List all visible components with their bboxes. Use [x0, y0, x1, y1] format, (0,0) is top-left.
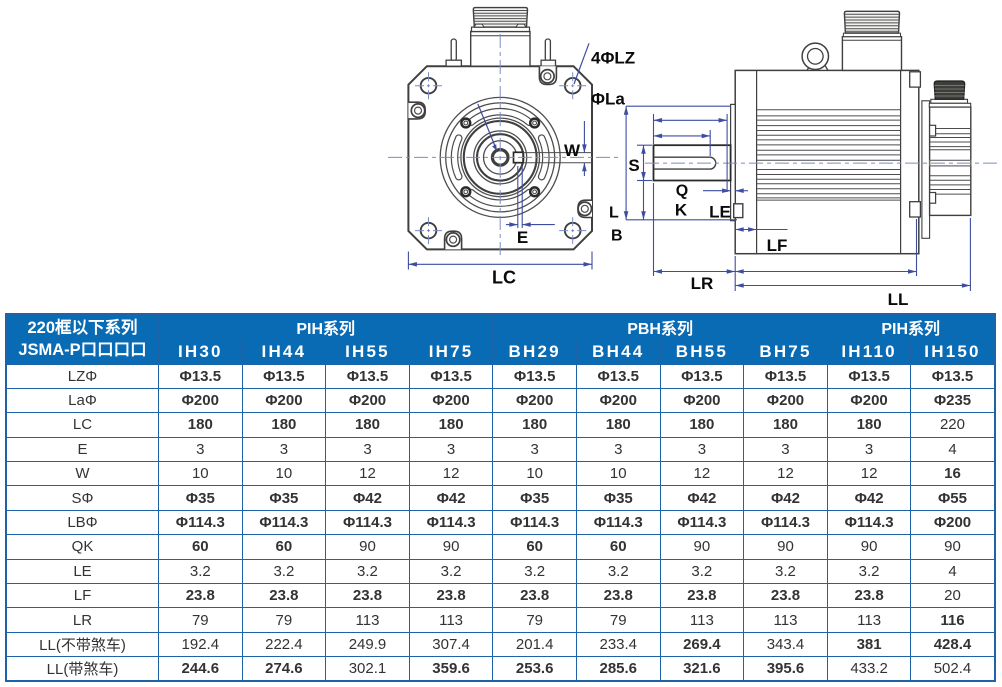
- svg-text:LL: LL: [888, 290, 909, 309]
- svg-text:LC: LC: [492, 268, 516, 288]
- svg-text:LF: LF: [767, 236, 788, 255]
- svg-text:K: K: [675, 201, 688, 220]
- svg-text:ΦLa: ΦLa: [591, 90, 625, 109]
- svg-text:W: W: [564, 141, 581, 160]
- svg-text:LR: LR: [691, 274, 714, 293]
- svg-text:LE: LE: [709, 203, 731, 222]
- svg-text:S: S: [628, 156, 639, 175]
- svg-text:Q: Q: [676, 183, 688, 200]
- svg-text:B: B: [611, 228, 623, 245]
- svg-text:4ΦLZ: 4ΦLZ: [591, 49, 635, 68]
- svg-text:E: E: [517, 228, 528, 247]
- svg-text:L: L: [609, 205, 619, 222]
